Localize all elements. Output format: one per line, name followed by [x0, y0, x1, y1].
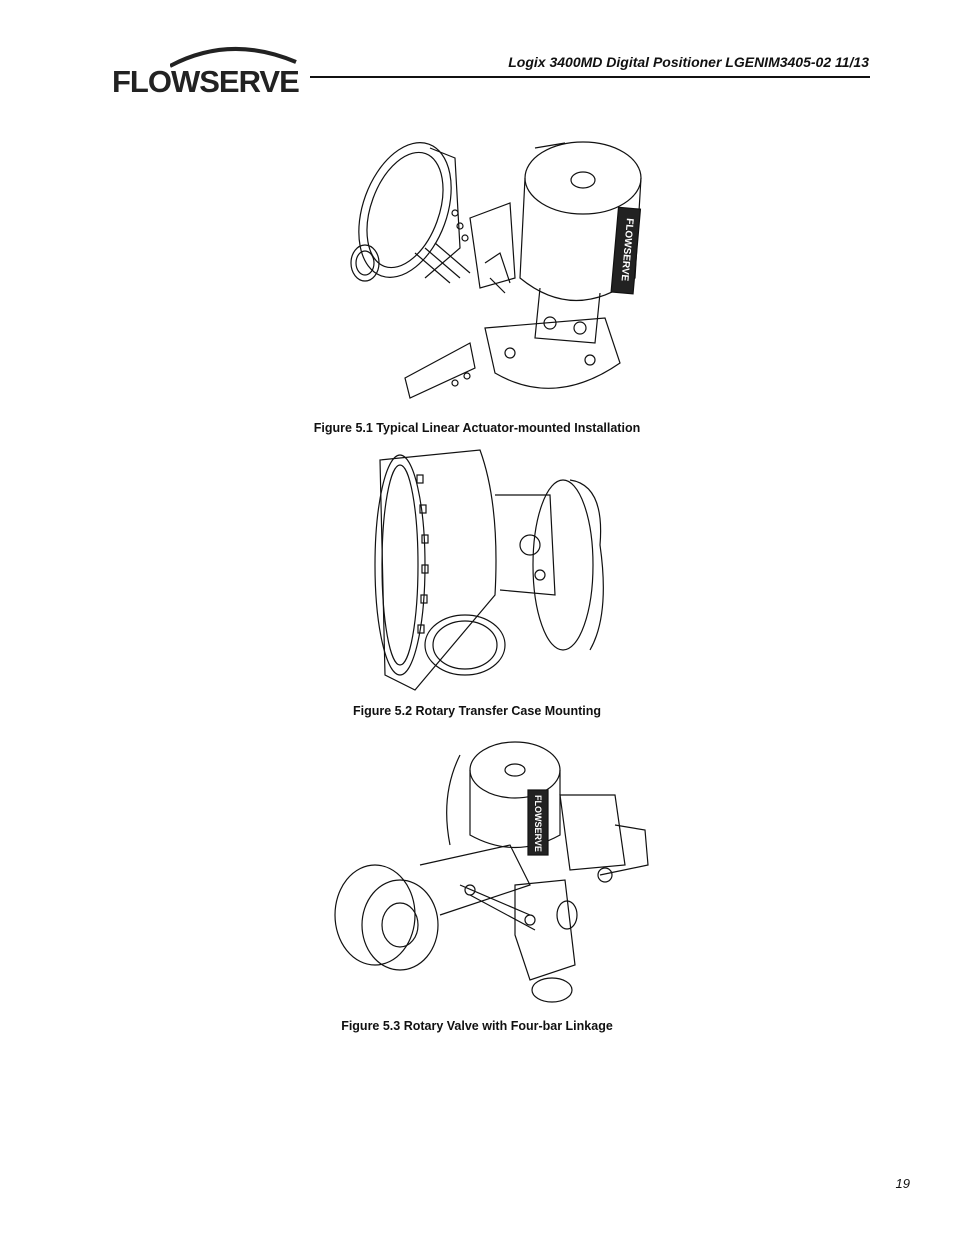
lower-cap [531, 977, 573, 1003]
valve-body [419, 844, 531, 916]
cover-teeth [416, 474, 429, 634]
actuator-label-plate [527, 789, 549, 856]
actuator-top [524, 141, 642, 215]
four-bar-linkage [459, 884, 536, 931]
document-title: Logix 3400MD Digital Positioner LGENIM34… [508, 54, 869, 70]
cover-cap [350, 244, 380, 282]
logo-swoosh-icon [170, 47, 297, 68]
valve-flange [532, 479, 594, 651]
positioner-housing [379, 449, 497, 691]
actuator-label-plate [610, 206, 642, 295]
valve-flange [334, 864, 416, 966]
figure-5-3-illustration: FLOWSERVE [330, 735, 650, 1010]
positioner-housing [358, 142, 452, 278]
positioner-body [559, 794, 626, 871]
figure-5-2-illustration [365, 445, 615, 697]
header-rule [310, 76, 870, 78]
transfer-case [495, 494, 556, 596]
lower-positioner [514, 879, 576, 981]
page-number: 19 [895, 1176, 910, 1191]
lower-bracket [404, 342, 476, 399]
figure-5-2-caption: Figure 5.2 Rotary Transfer Case Mounting [353, 704, 601, 718]
actuator-brand-label: FLOWSERVE [533, 795, 543, 852]
figure-5-1-caption: Figure 5.1 Typical Linear Actuator-mount… [313, 421, 641, 435]
brand-name: FLOWSERVE [112, 64, 300, 99]
valve-flange [484, 317, 621, 389]
mounting-bracket [469, 202, 516, 289]
figure-5-3-caption: Figure 5.3 Rotary Valve with Four-bar Li… [341, 1019, 613, 1033]
terminal-cover [424, 614, 506, 676]
figure-5-1-illustration: FLOWSERVE [335, 138, 645, 408]
mounting-bolts [414, 209, 506, 294]
